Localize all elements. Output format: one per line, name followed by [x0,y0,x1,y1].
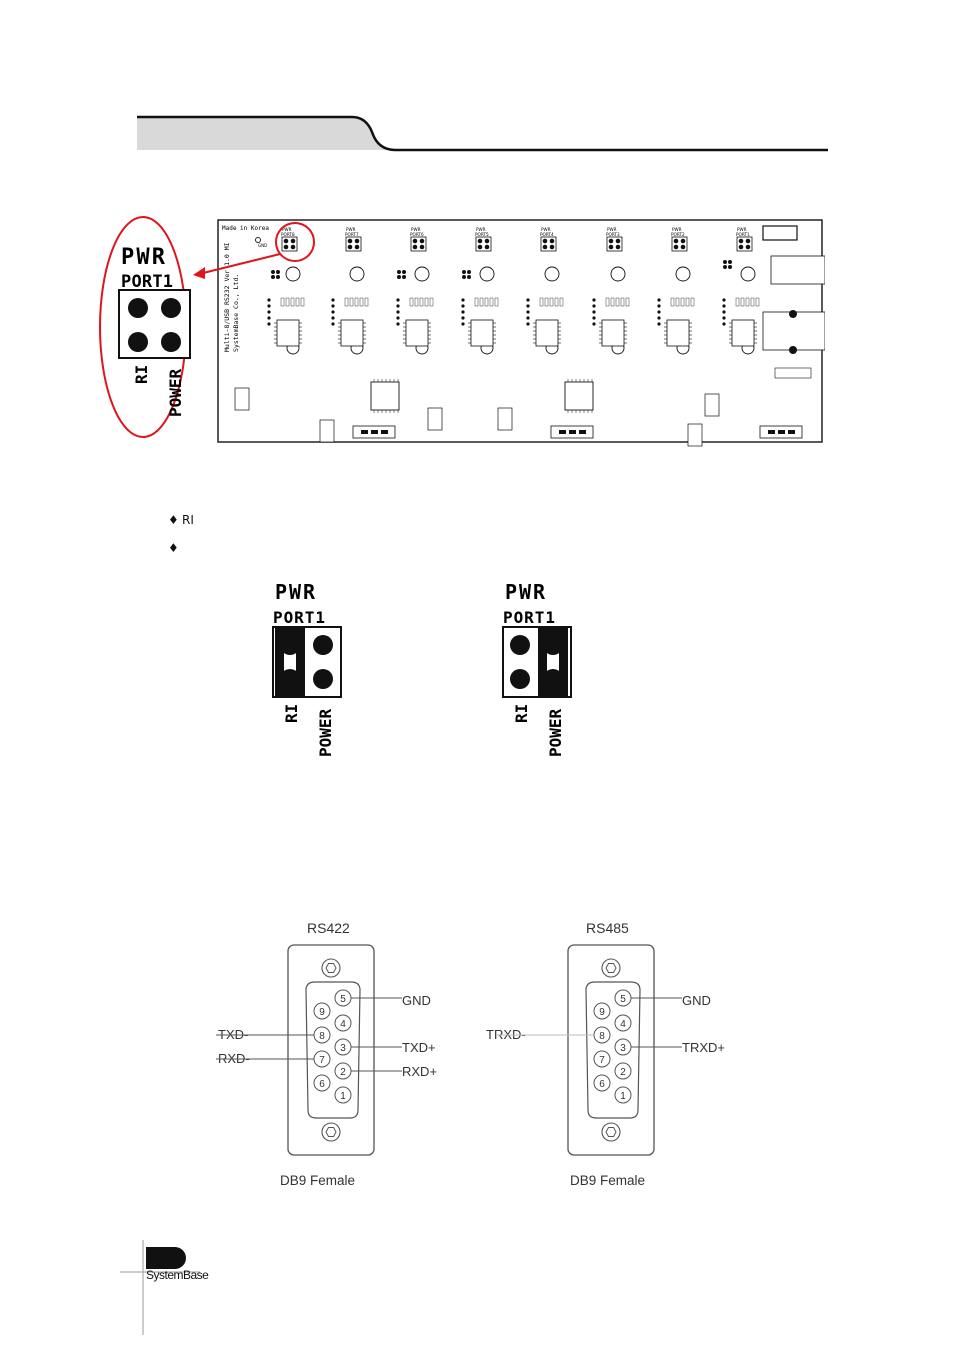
footer-brand: SystemBase [146,1268,209,1282]
ri-label-large: RI [132,365,151,384]
svg-text:POWER: POWER [546,708,565,757]
rs485-title: RS485 [586,920,629,936]
rs422-caption: DB9 Female [280,1173,355,1188]
svg-text:9: 9 [319,1007,325,1018]
jumper-setting-power: PWR PORT1 RI POWER [502,580,572,757]
svg-text:3: 3 [620,1043,626,1054]
company-label: SystemBase Co., Ltd. [232,274,240,352]
svg-text:PWR: PWR [505,580,546,604]
power-label-large: POWER [166,368,185,417]
rs485-trxdp-label: TRXD+ [682,1040,725,1055]
rs485-connector: RS485 DB9 Female GND TRXD+ TRXD- 5432198… [486,920,725,1188]
svg-text:4: 4 [620,1019,626,1030]
svg-text:1: 1 [340,1091,346,1102]
svg-text:1: 1 [620,1091,626,1102]
svg-text:9: 9 [599,1007,605,1018]
svg-text:RI: RI [282,704,301,723]
svg-text:PWR: PWR [346,227,356,232]
svg-text:PWR: PWR [541,227,551,232]
svg-text:PORT7: PORT7 [345,232,359,237]
svg-text:PORT4: PORT4 [540,232,554,237]
svg-text:2: 2 [340,1067,346,1078]
svg-text:4: 4 [340,1019,346,1030]
rs422-title: RS422 [307,920,350,936]
svg-text:PWR: PWR [411,227,421,232]
svg-text:POWER: POWER [316,708,335,757]
svg-text:PORT1: PORT1 [273,608,325,627]
svg-text:6: 6 [319,1079,325,1090]
svg-text:RI: RI [512,704,531,723]
svg-text:PORT1: PORT1 [736,232,750,237]
svg-text:PWR: PWR [275,580,316,604]
svg-text:PORT2: PORT2 [671,232,685,237]
footer-lines [120,1240,200,1335]
svg-text:8: 8 [599,1031,605,1042]
pcb-board-diagram: Made in Korea GND Multi-8/USB RS232 Ver … [99,216,825,447]
section-header-tab [137,115,828,152]
svg-text:PWR: PWR [476,227,486,232]
svg-text:5: 5 [340,994,346,1005]
jumper-setting-ri: PWR PORT1 RI POWER [272,580,342,757]
svg-text:PORT1: PORT1 [503,608,555,627]
rs422-txdp-label: TXD+ [402,1040,436,1055]
gnd-label: GND [258,243,267,248]
svg-text:6: 6 [599,1079,605,1090]
svg-text:PORT5: PORT5 [475,232,489,237]
port1-label-large: PORT1 [121,272,173,292]
bullet-power: ♦ [168,541,179,555]
board-name-label: Multi-8/USB RS232 Ver 1.0 MI [223,242,231,352]
rs422-connector: RS422 DB9 Female GND TXD+ RXD+ TXD- RXD-… [216,920,437,1188]
bullet-ri: ♦RI [168,513,194,527]
svg-text:PORT8: PORT8 [281,232,295,237]
rs422-rxdp-label: RXD+ [402,1064,437,1079]
page-number-badge [146,1247,186,1269]
svg-text:7: 7 [599,1055,605,1066]
rs422-gnd-label: GND [402,993,431,1008]
svg-text:PORT3: PORT3 [606,232,620,237]
pwr-label-large: PWR [121,245,166,270]
made-in-label: Made in Korea [222,225,269,232]
svg-text:PWR: PWR [607,227,617,232]
svg-text:8: 8 [319,1031,325,1042]
svg-text:PWR: PWR [737,227,747,232]
rs485-caption: DB9 Female [570,1173,645,1188]
svg-text:PWR: PWR [282,227,292,232]
svg-text:PWR: PWR [672,227,682,232]
svg-text:PORT6: PORT6 [410,232,424,237]
svg-text:3: 3 [340,1043,346,1054]
db9-connector-diagrams: RS422 DB9 Female GND TXD+ RXD+ TXD- RXD-… [216,920,725,1188]
svg-text:5: 5 [620,994,626,1005]
svg-text:7: 7 [319,1055,325,1066]
rs485-gnd-label: GND [682,993,711,1008]
svg-text:2: 2 [620,1067,626,1078]
